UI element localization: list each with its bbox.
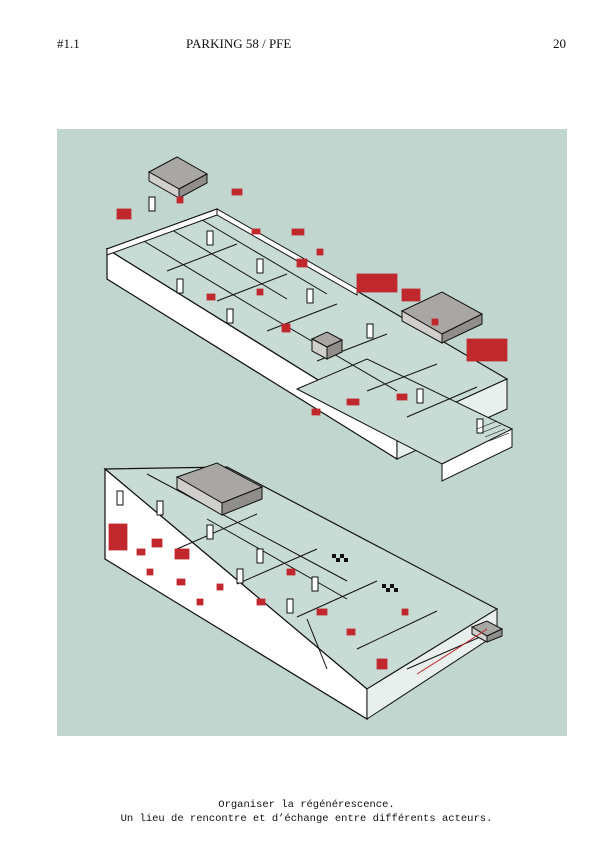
lower-floor-plan <box>103 462 504 721</box>
page-number: 20 <box>553 36 566 51</box>
caption-line-2: Un lieu de rencontre et d’échange entre … <box>120 813 493 825</box>
axonometric-illustration <box>57 129 567 736</box>
caption-line-1: Organiser la régénérescence. <box>218 799 395 811</box>
caption: Organiser la régénérescence. Un lieu de … <box>0 798 613 826</box>
lower-floor-furniture <box>108 523 409 670</box>
page-title: PARKING 58 / PFE <box>186 36 292 51</box>
upper-floor-furniture <box>116 188 508 416</box>
section-number: #1.1 <box>57 36 80 51</box>
axonometric-drawing <box>103 156 514 721</box>
upper-floor-plan <box>105 156 514 482</box>
